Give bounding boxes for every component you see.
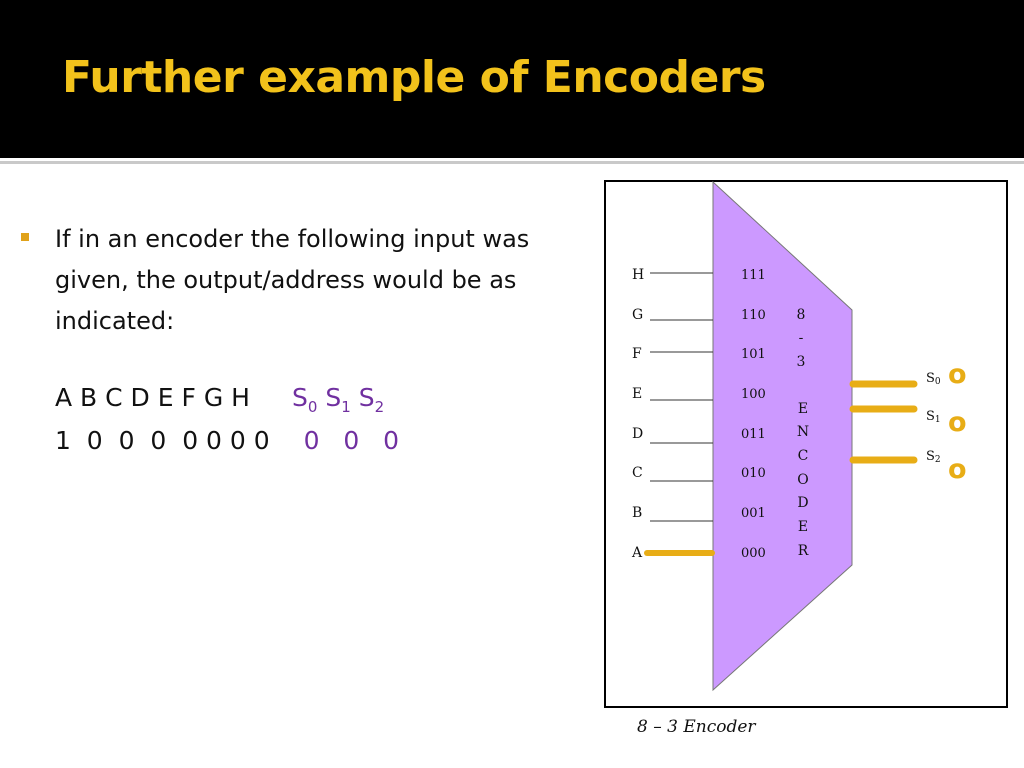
block-label-o: O (797, 472, 808, 488)
slide-title: Further example of Encoders (62, 52, 766, 103)
input-label-line: A B C D E F G H S0 S1 S2 (55, 383, 384, 416)
code-100: 100 (741, 387, 766, 402)
title-divider-shadow (0, 161, 1024, 164)
output-label-s0: S0 (291, 383, 318, 416)
output-label-s2: S2 (358, 383, 385, 416)
code-111: 111 (741, 268, 766, 283)
encoder-diagram: H G F E D C B A 111 110 101 100 011 010 … (604, 180, 1008, 708)
output-value-s0: o (948, 359, 967, 390)
input-label-d: D (632, 426, 643, 442)
code-001: 001 (741, 506, 766, 521)
input-label-b: B (632, 505, 642, 521)
input-label-h: H (632, 267, 644, 283)
code-010: 010 (741, 466, 766, 481)
input-label-f: F (632, 346, 642, 362)
block-label-c: C (798, 448, 809, 464)
output-value-s1: o (948, 407, 967, 438)
title-bar (0, 0, 1024, 158)
output-value-s2: o (948, 454, 967, 485)
diagram-caption: 8 – 3 Encoder (637, 717, 756, 737)
block-label-r: R (798, 543, 809, 559)
output-label-s1: S1 (325, 383, 351, 416)
output-label-s2: S2 (926, 449, 941, 465)
block-label-dash: - (799, 330, 804, 346)
block-label-e2: E (798, 519, 808, 535)
output-label-s1: S1 (926, 409, 941, 425)
code-110: 110 (741, 308, 766, 323)
bullet-text: If in an encoder the following input was… (55, 225, 530, 335)
input-labels: A B C D E F G H (55, 383, 250, 412)
title-divider (0, 158, 1024, 161)
output-labels: S0 S1 S2 (291, 383, 385, 416)
block-label-e1: E (798, 401, 808, 417)
input-label-e: E (632, 386, 642, 402)
code-000: 000 (741, 546, 766, 561)
input-label-a: A (631, 545, 643, 561)
input-values: 1 0 0 0 0 0 0 0 (55, 426, 270, 455)
bullet-icon (21, 233, 29, 241)
input-label-g: G (632, 307, 643, 323)
output-values: 0 0 0 (303, 426, 400, 455)
input-label-c: C (632, 465, 643, 481)
block-label-n: N (797, 424, 809, 440)
code-011: 011 (741, 427, 766, 442)
input-value-line: 1 0 0 0 0 0 0 0 0 0 0 (55, 426, 399, 455)
block-label-8: 8 (797, 307, 806, 323)
output-label-s0: S0 (926, 371, 941, 387)
block-label-3: 3 (797, 354, 806, 370)
code-101: 101 (741, 347, 766, 362)
block-label-d: D (797, 495, 808, 511)
